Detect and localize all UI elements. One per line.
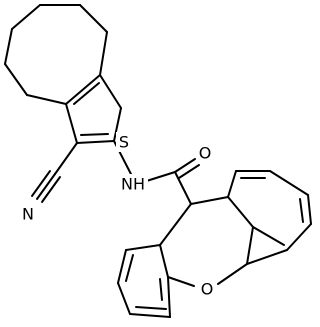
nitrile-nitrogen-atom: N <box>22 205 34 224</box>
nitrile-group <box>31 142 78 203</box>
cyclooctane-ring <box>4 4 108 105</box>
carbonyl-oxygen-atom: O <box>199 144 212 163</box>
atom-label-nitrile-n: N <box>19 204 37 224</box>
xanthene-right-ring <box>227 170 312 265</box>
atom-label-ring-o: O <box>198 279 216 299</box>
atom-label-carbonyl-o: O <box>196 143 214 163</box>
atom-label-nh: NH <box>118 174 148 194</box>
xanthene-oxygen-atom: O <box>201 280 214 299</box>
amide-nh-atom: NH <box>121 175 145 194</box>
xanthene-left-ring <box>117 244 171 318</box>
sulfur-atom: S <box>119 133 129 152</box>
atom-label-s: S <box>116 132 132 152</box>
thiophene-ring <box>65 74 122 144</box>
xanthene-central-ring <box>159 196 254 287</box>
